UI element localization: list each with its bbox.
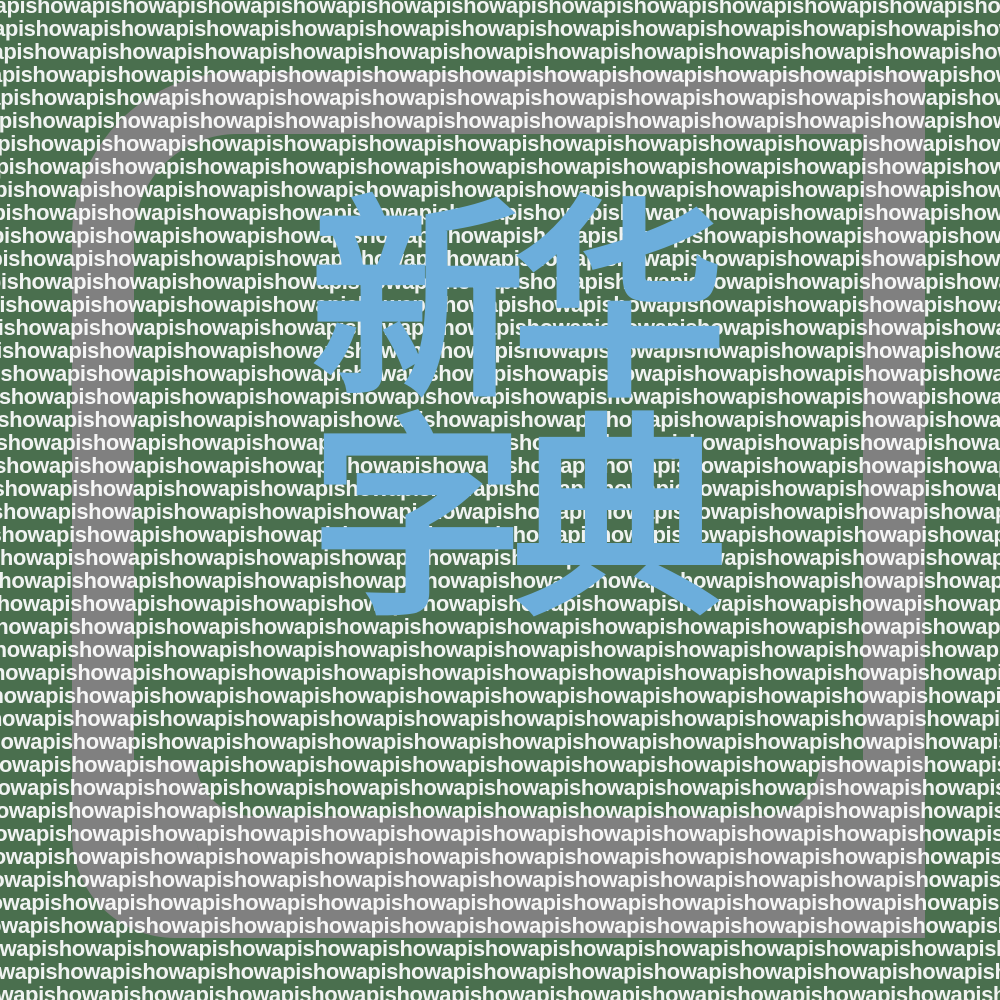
icon-body-shape [72,72,925,938]
